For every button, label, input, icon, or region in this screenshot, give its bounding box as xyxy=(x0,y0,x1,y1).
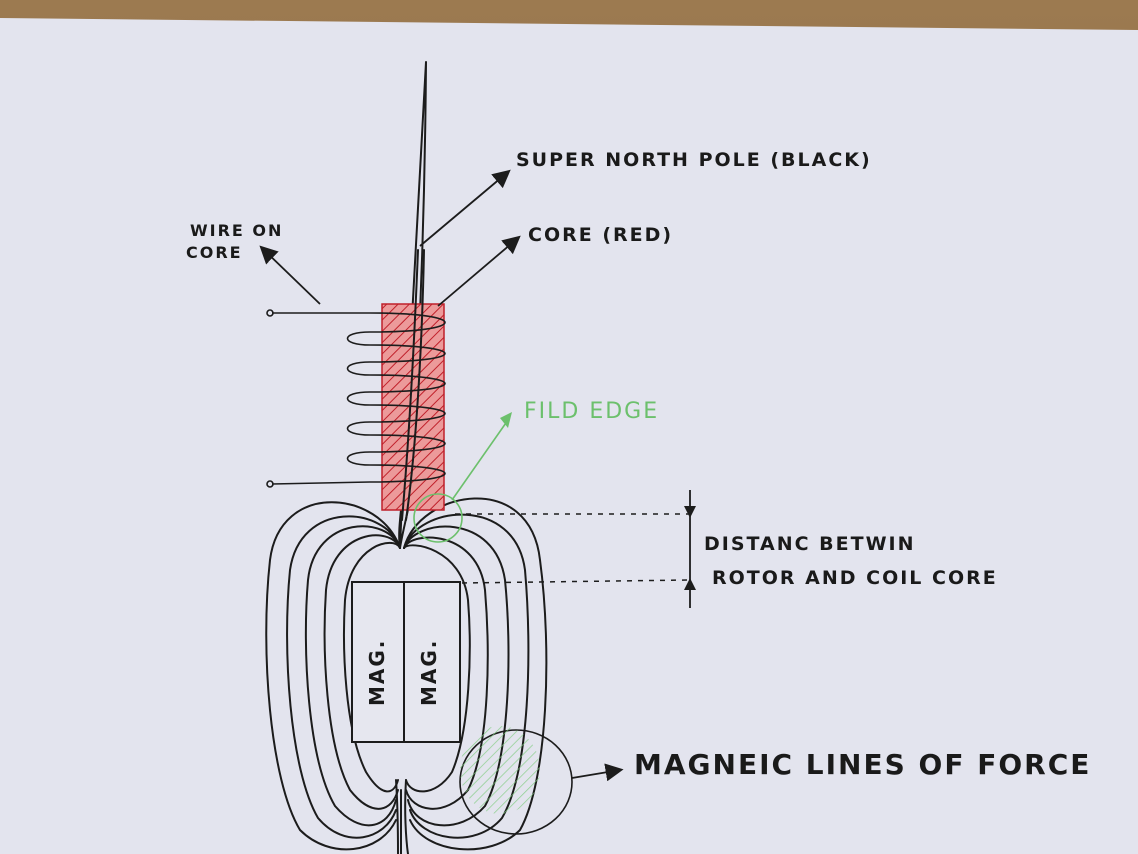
label-magnetic-lines: MAGNEIC LINES OF FORCE xyxy=(634,748,1091,781)
label-wire-on-core-2: CORE xyxy=(186,243,243,262)
dimension-arrow-bottom xyxy=(684,578,696,590)
field-lines-left xyxy=(265,501,401,851)
field-edge-circle xyxy=(413,493,463,543)
label-core-red: CORE (RED) xyxy=(528,224,673,246)
magnet-left-label: MAG. xyxy=(365,639,389,706)
field-edge-arrowhead xyxy=(500,412,512,428)
magnet-right-label: MAG. xyxy=(417,639,441,706)
spike-bottom xyxy=(395,779,409,854)
coil-windings xyxy=(266,309,446,488)
label-distance-1: DISTANC BETWIN xyxy=(704,533,916,555)
dimension-arrow-top xyxy=(684,506,696,518)
magnetic-lines-hatch xyxy=(460,726,540,814)
label-wire-on-core-1: WIRE ON xyxy=(190,221,283,240)
label-super-north-pole: SUPER NORTH POLE (BLACK) xyxy=(516,149,872,171)
spike-through-core xyxy=(401,249,425,521)
distance-line-bottom xyxy=(461,579,691,584)
label-field-edge: FILD EDGE xyxy=(524,399,659,424)
magnetic-lines-arrow xyxy=(571,763,624,782)
super-north-arrow xyxy=(419,169,511,247)
field-edge-arrow xyxy=(451,419,509,501)
magnet-right xyxy=(403,581,461,743)
label-distance-2: ROTOR AND COIL CORE xyxy=(712,567,998,589)
wire-arrow xyxy=(259,245,321,305)
core-arrow xyxy=(437,235,521,307)
paper-sheet xyxy=(0,18,1138,854)
